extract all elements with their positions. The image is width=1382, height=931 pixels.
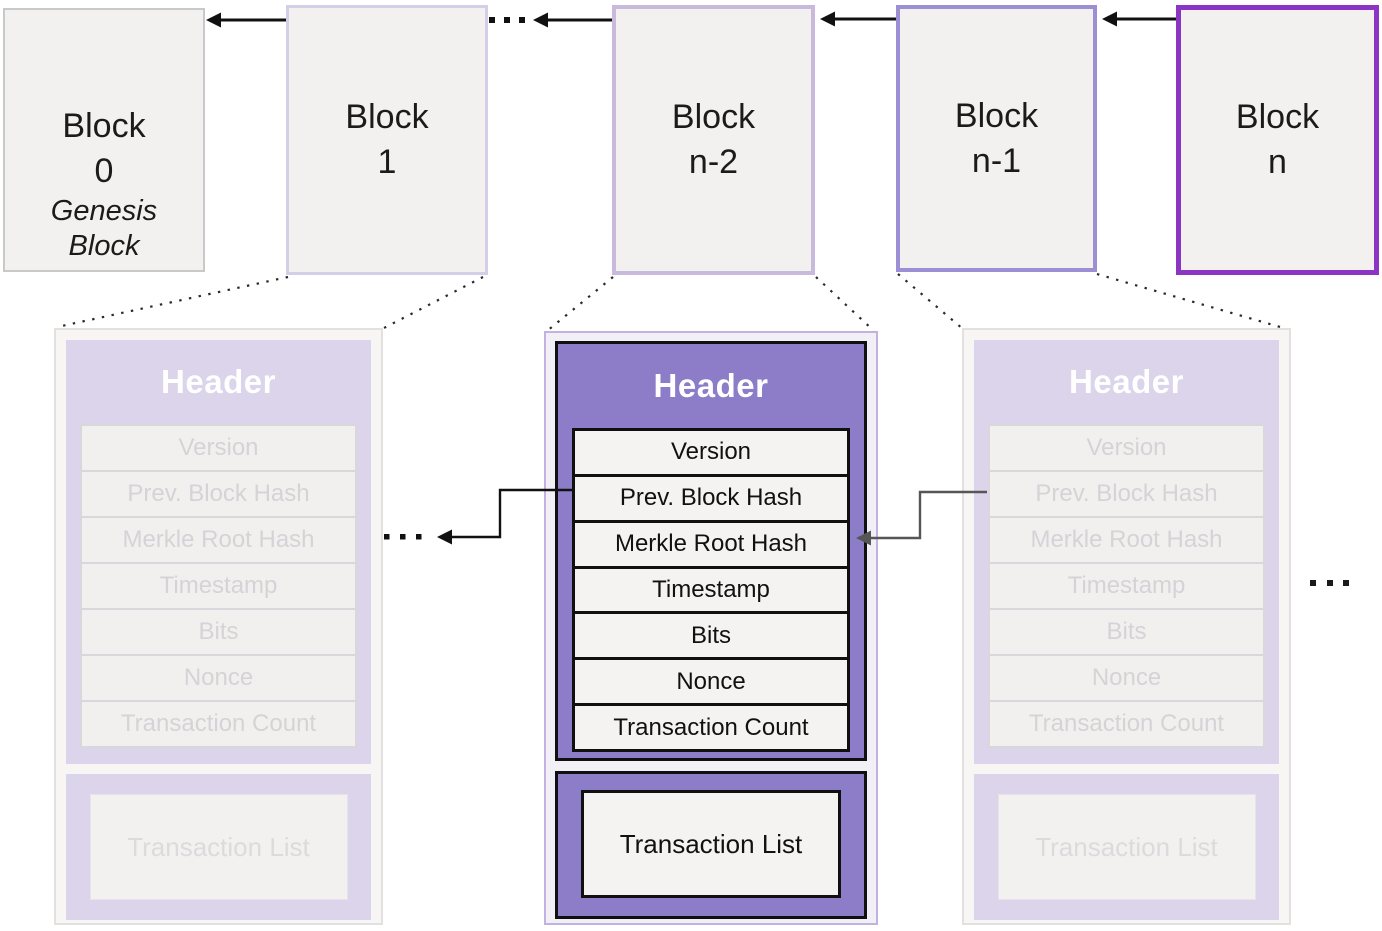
block-1: Block 1 <box>286 5 488 275</box>
block-1-detail-panel: Header Version Prev. Block Hash Merkle R… <box>54 328 383 925</box>
block-0-content: Block 0 Genesis Block <box>51 104 157 265</box>
block-n-2-transaction-section: Transaction List <box>555 771 867 919</box>
block-n-2-header-fields: Version Prev. Block Hash Merkle Root Has… <box>572 428 850 753</box>
field-bits: Bits <box>572 611 850 661</box>
block-n-2-header-section: Header Version Prev. Block Hash Merkle R… <box>555 341 867 761</box>
block-n-1-header-title: Header <box>1069 363 1184 400</box>
block-1-label: Block 1 <box>345 98 429 181</box>
block-n-1-transaction-section: Transaction List <box>974 774 1279 920</box>
field-timestamp: Timestamp <box>572 565 850 615</box>
field-version: Version <box>572 428 850 477</box>
field-prev-block-hash: Prev. Block Hash <box>988 470 1265 518</box>
block-1-header-title: Header <box>161 363 276 400</box>
arrow-block-n-1-to-block-n-2 <box>820 11 896 27</box>
block-n-2-label: Block n-2 <box>671 98 756 181</box>
block-1-header-fields: Version Prev. Block Hash Merkle Root Has… <box>80 424 357 748</box>
field-timestamp: Timestamp <box>80 562 357 610</box>
block-1-header-section: Header Version Prev. Block Hash Merkle R… <box>66 340 371 764</box>
block-0: Block 0 Genesis Block <box>3 8 205 272</box>
block-0-label: Block 0 <box>62 106 146 190</box>
field-prev-block-hash: Prev. Block Hash <box>572 473 850 523</box>
arrow-block-n-2-to-ellipsis <box>533 12 612 28</box>
field-merkle-root-hash: Merkle Root Hash <box>572 519 850 569</box>
block-0-subtitle: Genesis Block <box>50 194 158 262</box>
block-n-2: Block n-2 <box>612 5 815 275</box>
field-timestamp: Timestamp <box>988 562 1265 610</box>
dotted-link-block-n-1-detail <box>897 272 1288 331</box>
arrow-block-n-to-block-n-1 <box>1102 11 1176 27</box>
block-1-transaction-list: Transaction List <box>89 794 348 900</box>
field-nonce: Nonce <box>988 654 1265 702</box>
field-merkle-root-hash: Merkle Root Hash <box>80 516 357 564</box>
chain-ellipsis-icon <box>489 17 525 23</box>
block-n-1: Block n-1 <box>896 5 1097 272</box>
field-merkle-root-hash: Merkle Root Hash <box>988 516 1265 564</box>
block-n-2-detail-panel: Header Version Prev. Block Hash Merkle R… <box>544 331 878 925</box>
field-transaction-count: Transaction Count <box>572 703 850 753</box>
arrow-block-1-to-block-0 <box>206 12 286 28</box>
tail-ellipsis-icon <box>1310 580 1349 586</box>
block-n-1-header-section: Header Version Prev. Block Hash Merkle R… <box>974 340 1279 764</box>
field-version: Version <box>988 424 1265 472</box>
dotted-link-block-1-detail <box>56 275 484 330</box>
dotted-link-block-n-2-detail <box>546 276 875 332</box>
block-1-transaction-section: Transaction List <box>66 774 371 920</box>
block-n-1-label: Block n-1 <box>954 96 1039 180</box>
block-n-label: Block n <box>1235 98 1320 181</box>
field-bits: Bits <box>988 608 1265 656</box>
field-version: Version <box>80 424 357 472</box>
block-n-2-transaction-list: Transaction List <box>581 790 841 898</box>
block-n-1-detail-panel: Header Version Prev. Block Hash Merkle R… <box>962 328 1291 925</box>
field-nonce: Nonce <box>572 657 850 707</box>
field-transaction-count: Transaction Count <box>988 700 1265 748</box>
field-prev-block-hash: Prev. Block Hash <box>80 470 357 518</box>
block-n: Block n <box>1176 5 1379 275</box>
block-n-2-header-title: Header <box>653 367 769 404</box>
block-n-1-transaction-list: Transaction List <box>997 794 1256 900</box>
field-transaction-count: Transaction Count <box>80 700 357 748</box>
field-bits: Bits <box>80 608 357 656</box>
field-nonce: Nonce <box>80 654 357 702</box>
block-n-1-header-fields: Version Prev. Block Hash Merkle Root Has… <box>988 424 1265 748</box>
